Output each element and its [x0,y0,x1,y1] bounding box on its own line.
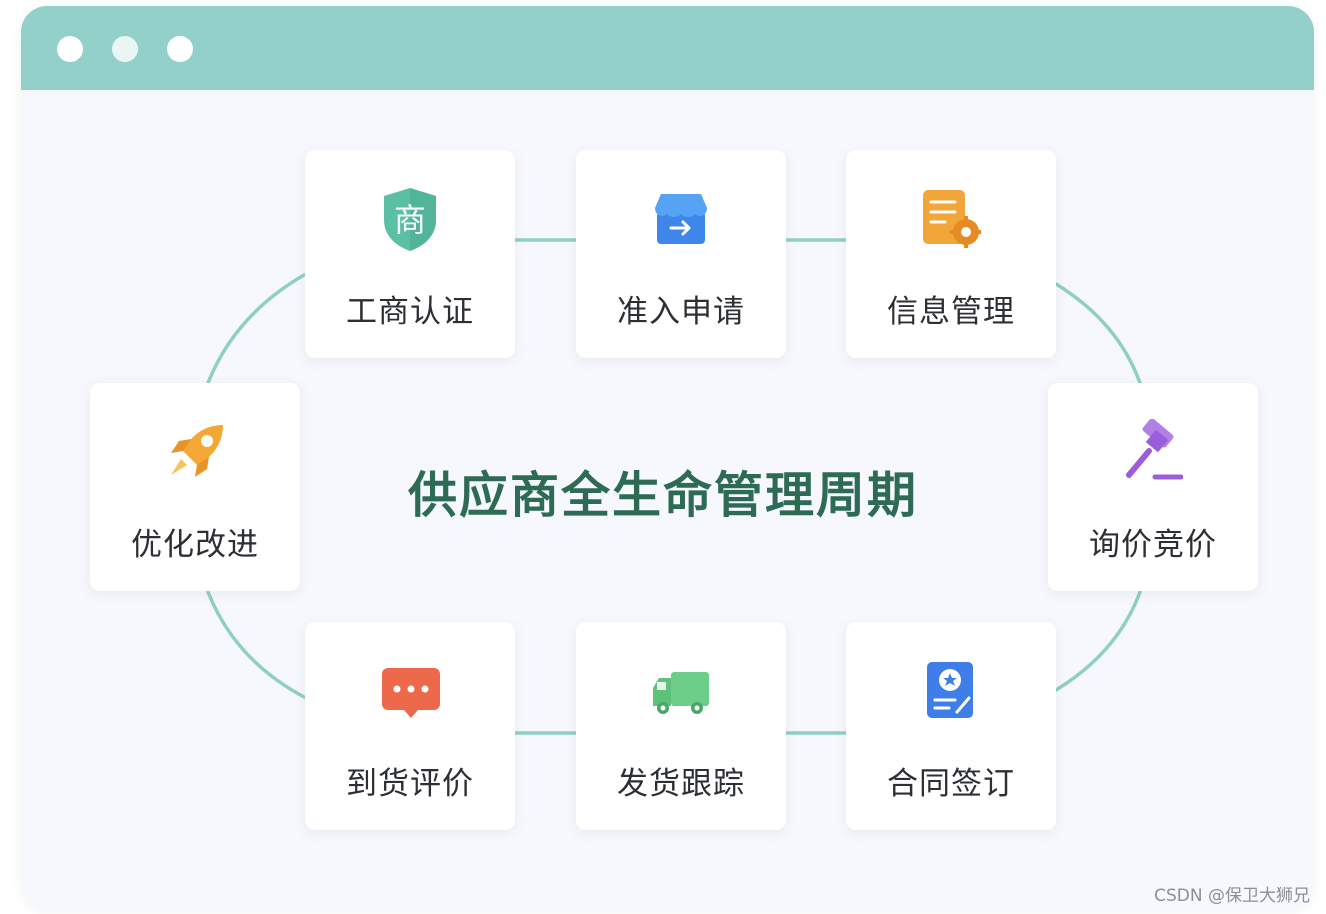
ring-arc-top-right [1054,282,1142,385]
window-titlebar [21,6,1314,90]
card-business-certification[interactable]: 商 工商认证 [305,150,515,358]
rocket-icon [165,419,225,485]
card-shipment-tracking[interactable]: 发货跟踪 [576,622,786,830]
card-label: 优化改进 [131,527,259,563]
watermark: CSDN @保卫大狮兄 [1154,886,1310,906]
contract-badge-icon [921,658,981,724]
diagram-title: 供应商全生命管理周期 [407,467,918,524]
window-dot-close[interactable] [57,36,83,62]
card-contract-signing[interactable]: 合同签订 [846,622,1056,830]
gavel-icon [1123,418,1184,485]
delivery-truck-icon [651,658,711,724]
ring-arc-bottom-left [206,590,306,699]
card-label: 到货评价 [346,766,474,802]
card-information-management[interactable]: 信息管理 [846,150,1056,358]
card-inquiry-bidding[interactable]: 询价竞价 [1048,383,1258,591]
ring-arc-top-left [206,273,306,385]
card-access-application[interactable]: 准入申请 [576,150,786,358]
document-gear-icon [921,186,982,252]
card-optimization[interactable]: 优化改进 [90,383,300,591]
card-label: 发货跟踪 [617,766,745,802]
card-label: 工商认证 [346,294,474,330]
shield-shop-icon: 商 [380,186,440,252]
card-label: 询价竞价 [1089,527,1217,563]
store-entry-icon [651,186,711,252]
card-arrival-evaluation[interactable]: 到货评价 [305,622,515,830]
card-label: 合同签订 [887,766,1015,802]
svg-text:商: 商 [394,201,426,239]
card-label: 准入申请 [617,294,745,330]
chat-bubble-icon [380,658,440,724]
card-label: 信息管理 [887,294,1015,330]
window-dot-minimize[interactable] [112,36,138,62]
window-dot-maximize[interactable] [167,36,193,62]
ring-arc-bottom-right [1054,590,1142,692]
